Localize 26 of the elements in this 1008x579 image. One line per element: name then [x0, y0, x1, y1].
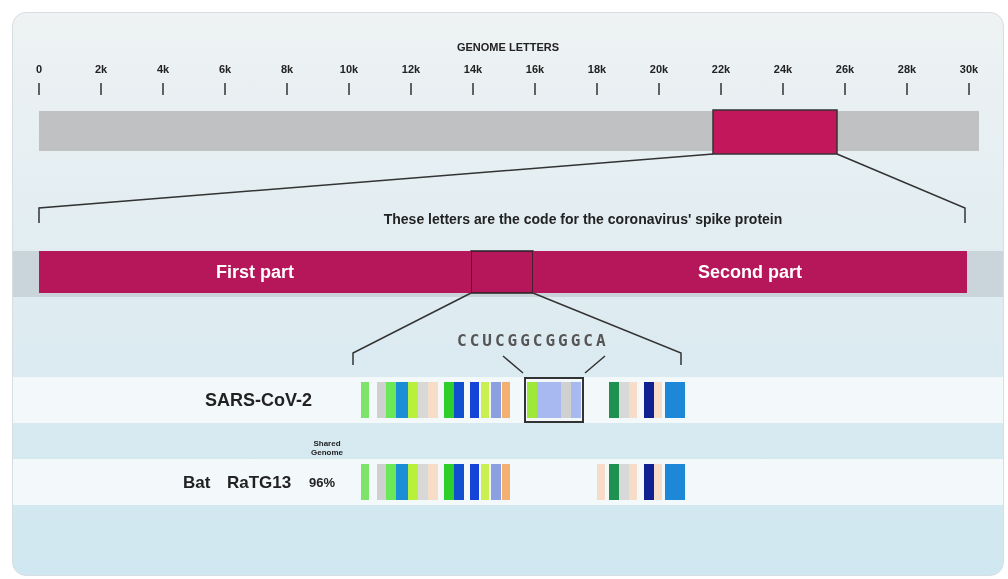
- tick-label: 28k: [897, 63, 917, 75]
- tick-label: 22k: [711, 63, 731, 75]
- spike-second-part-bar: Second part: [533, 251, 967, 293]
- tick-label: 12k: [401, 63, 421, 75]
- tick-label: 2k: [94, 63, 108, 75]
- tick-label: 4k: [156, 63, 170, 75]
- row-label: RaTG13: [227, 473, 292, 493]
- tick-label: 26k: [835, 63, 855, 75]
- tick-label: 0: [35, 63, 43, 75]
- axis-title: GENOME LETTERS: [455, 41, 561, 53]
- tick-label: 24k: [773, 63, 793, 75]
- percentage-label: 96%: [309, 475, 336, 490]
- row-label: Bat: [183, 473, 211, 493]
- tick-label: 10k: [339, 63, 359, 75]
- tick-label: 30k: [959, 63, 979, 75]
- tick-label: 8k: [280, 63, 294, 75]
- row-label: SARS-CoV-2: [205, 390, 312, 411]
- tick-label: 20k: [649, 63, 669, 75]
- tick-label: 14k: [463, 63, 483, 75]
- column-header: Shared Genome: [310, 439, 344, 457]
- caption: These letters are the code for the coronavirus' spike protein: [382, 211, 784, 227]
- tick-label: 16k: [525, 63, 545, 75]
- tick-label: 18k: [587, 63, 607, 75]
- tick-label: 6k: [218, 63, 232, 75]
- sequence-letters: CCUCGGCGGGCA: [457, 331, 609, 350]
- spike-first-part-bar: First part: [39, 251, 471, 293]
